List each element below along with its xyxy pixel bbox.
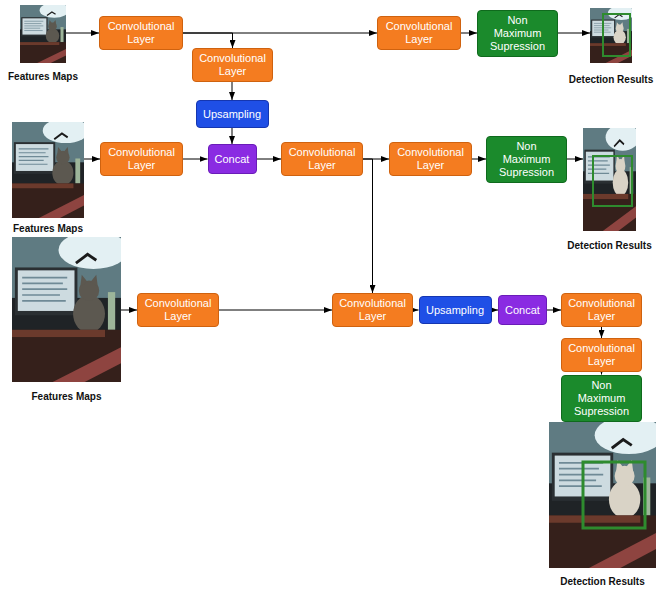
nms-box: Non Maximum Supression [486, 136, 567, 183]
flow-arrow [567, 159, 583, 160]
nms-box: Non Maximum Supression [477, 10, 558, 57]
nms-box: Non Maximum Supression [561, 375, 642, 422]
upsampling-box: Upsampling [419, 296, 492, 324]
flow-arrow [232, 82, 233, 100]
image-caption: Features Maps [31, 391, 101, 403]
conv-layer-box: Convolutional Layer [561, 338, 642, 372]
conv-layer-box: Convolutional Layer [137, 293, 219, 327]
conv-layer-box: Convolutional Layer [99, 16, 183, 50]
flow-arrow [363, 159, 373, 293]
flow-arrow [66, 33, 99, 34]
upsampling-box: Upsampling [196, 100, 269, 128]
flow-arrow [257, 159, 282, 160]
concat-box: Concat [498, 295, 547, 325]
flow-arrow [461, 33, 477, 34]
flow-arrow [601, 327, 602, 338]
conv-layer-box: Convolutional Layer [281, 142, 363, 176]
box-label: Convolutional Layer [383, 20, 455, 46]
detection-box [593, 156, 632, 206]
flow-arrow [413, 310, 419, 311]
image-caption: Detection Results [567, 240, 651, 252]
box-label: Convolutional Layer [198, 52, 267, 78]
box-label: Convolutional Layer [105, 20, 177, 46]
detection-box [583, 462, 645, 528]
image-caption: Features Maps [13, 223, 83, 235]
box-label: Convolutional Layer [567, 297, 636, 323]
box-label: Convolutional Layer [338, 297, 407, 323]
flow-arrow [121, 310, 137, 311]
conv-layer-box: Convolutional Layer [100, 142, 183, 176]
feature-map-photo [12, 118, 89, 218]
detection-photo [590, 6, 635, 63]
image-caption: Detection Results [560, 576, 644, 588]
image-caption: Detection Results [569, 74, 653, 86]
detection-photo [583, 124, 640, 231]
detection-result-image: Detection Results [583, 128, 636, 231]
box-label: Convolutional Layer [143, 297, 213, 323]
flow-arrow [219, 310, 332, 311]
detection-result-image: Detection Results [549, 422, 656, 568]
concat-box: Concat [208, 144, 257, 174]
box-label: Non Maximum Supression [567, 379, 636, 418]
flow-arrow [547, 310, 561, 311]
feature-map-image: Features Maps [12, 122, 84, 218]
detection-result-image: Detection Results [590, 8, 632, 63]
feature-map-image: Features Maps [12, 237, 121, 382]
flow-arrow [183, 159, 208, 160]
flow-arrow [183, 33, 233, 48]
detection-box [603, 14, 630, 56]
flow-arrow [558, 33, 590, 34]
box-label: Convolutional Layer [106, 146, 177, 172]
box-label: Concat [505, 304, 540, 317]
conv-layer-box: Convolutional Layer [389, 142, 472, 176]
image-caption: Features Maps [8, 71, 78, 83]
box-label: Concat [215, 153, 250, 166]
conv-layer-box: Convolutional Layer [377, 16, 461, 50]
detection-photo [549, 416, 660, 568]
conv-layer-box: Convolutional Layer [561, 293, 642, 327]
conv-layer-box: Convolutional Layer [192, 48, 273, 82]
flow-arrow [472, 159, 486, 160]
flow-arrow [84, 159, 100, 160]
box-label: Upsampling [426, 304, 484, 317]
box-label: Convolutional Layer [567, 342, 636, 368]
flow-arrow [232, 128, 233, 144]
box-label: Convolutional Layer [287, 146, 357, 172]
box-label: Non Maximum Supression [492, 140, 561, 179]
feature-map-photo [12, 231, 128, 382]
box-label: Convolutional Layer [395, 146, 466, 172]
conv-layer-box: Convolutional Layer [332, 293, 413, 327]
feature-map-photo [20, 3, 69, 63]
feature-map-image: Features Maps [20, 5, 66, 63]
box-label: Non Maximum Supression [483, 14, 552, 53]
box-label: Upsampling [203, 108, 261, 121]
